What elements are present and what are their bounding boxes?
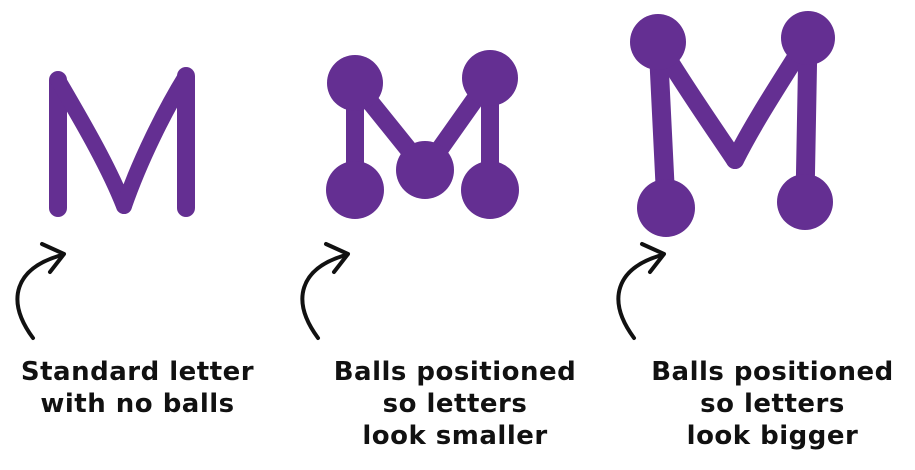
curved-arrow-icon — [618, 244, 664, 338]
caption-line: Balls positioned — [310, 356, 600, 388]
caption-line: look smaller — [310, 420, 600, 452]
ball-top-right — [462, 50, 518, 106]
caption-line: with no balls — [0, 388, 275, 420]
caption-line: so letters — [630, 388, 915, 420]
ball-top-right — [781, 11, 835, 65]
ball-letter-m-smaller — [326, 50, 519, 219]
caption-line: Standard letter — [0, 356, 275, 388]
ball-bottom-right — [461, 161, 519, 219]
ball-bottom-right — [777, 174, 833, 230]
caption-line: so letters — [310, 388, 600, 420]
caption-line: look bigger — [630, 420, 915, 452]
curved-arrow-icon — [302, 244, 348, 338]
ball-top-left — [327, 55, 383, 111]
ball-middle — [396, 141, 454, 199]
ball-letter-m-bigger — [630, 11, 835, 237]
caption-standard-letter: Standard letter with no balls — [0, 356, 275, 420]
caption-line: Balls positioned — [630, 356, 915, 388]
ball-bottom-left — [637, 179, 695, 237]
caption-bigger-letters: Balls positioned so letters look bigger — [630, 356, 915, 452]
curved-arrow-icon — [17, 244, 64, 338]
caption-smaller-letters: Balls positioned so letters look smaller — [310, 356, 600, 452]
standard-letter-m — [58, 76, 186, 208]
ball-top-left — [630, 14, 686, 70]
ball-bottom-left — [326, 161, 384, 219]
